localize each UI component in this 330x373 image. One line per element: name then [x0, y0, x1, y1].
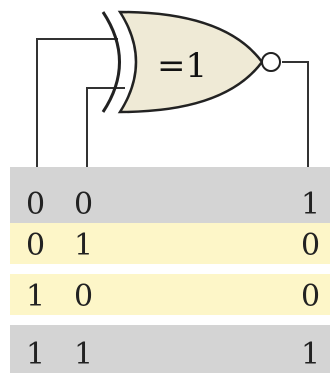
truth-table-row: 1 1 1 [10, 325, 330, 373]
truth-table-row: 0 0 1 [10, 167, 330, 223]
xor-input-curve [101, 11, 121, 113]
negation-bubble [261, 52, 281, 72]
output-wire [282, 61, 309, 167]
gate-body [117, 10, 264, 114]
input-b-value: 1 [74, 337, 94, 372]
input-wire-a [36, 38, 118, 167]
output-value: 0 [301, 279, 321, 314]
input-a-value: 1 [26, 279, 46, 314]
output-value: 0 [301, 228, 321, 263]
truth-table-row: 1 0 0 [10, 274, 330, 315]
input-a-value: 1 [26, 337, 46, 372]
input-a-value: 0 [26, 228, 46, 263]
input-b-value: 1 [74, 228, 94, 263]
input-b-value: 0 [74, 187, 94, 222]
input-wire-b [86, 87, 125, 167]
truth-table-row: 0 1 0 [10, 223, 330, 264]
output-value: 1 [301, 187, 321, 222]
input-b-value: 0 [74, 279, 94, 314]
gate-symbol-label: =1 [157, 46, 207, 86]
output-value: 1 [301, 337, 321, 372]
truth-table: 0 0 1 0 1 0 1 0 0 1 1 1 [10, 167, 330, 373]
input-a-value: 0 [26, 187, 46, 222]
